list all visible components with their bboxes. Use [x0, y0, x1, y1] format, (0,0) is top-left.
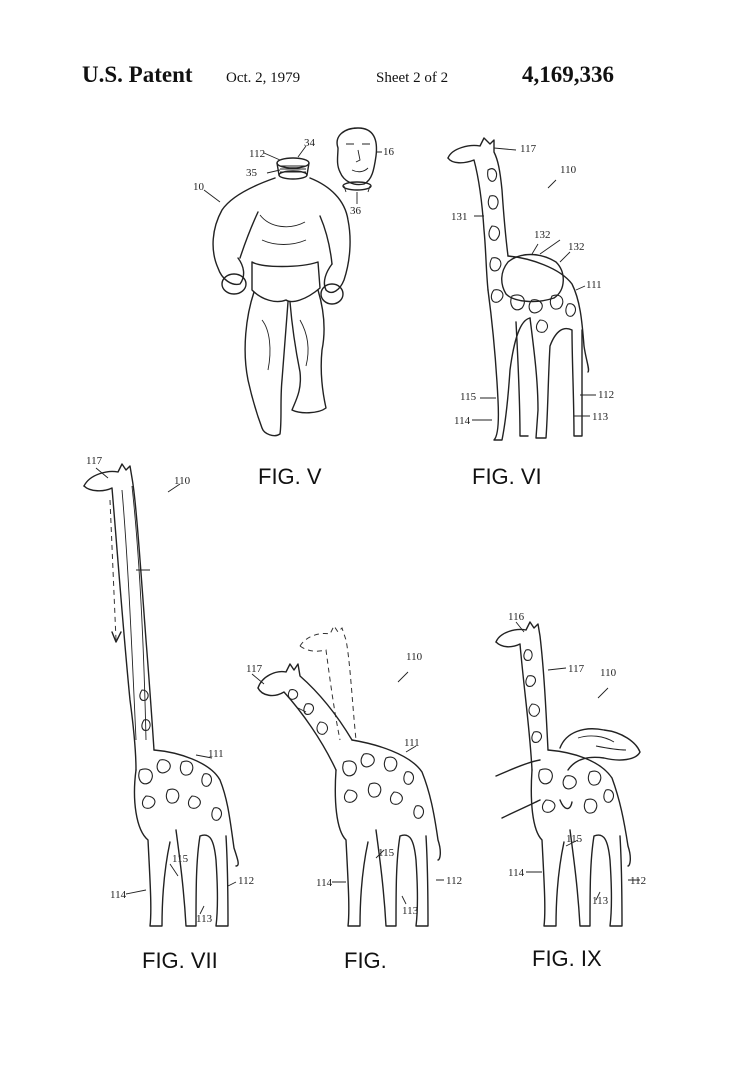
- ref-fig6-117: 131: [451, 211, 468, 223]
- ref-fig8-115: 115: [378, 847, 395, 859]
- ref-fig5-35: 35: [246, 167, 258, 179]
- ref-fig5-33: 112: [249, 148, 265, 160]
- fig6-caption: FIG. VI: [472, 464, 542, 489]
- ref-fig8-111: 111: [404, 737, 420, 749]
- ref-fig9-115: 115: [566, 833, 583, 845]
- fig7-caption: FIG. VII: [142, 948, 218, 973]
- ref-fig6-114: 114: [454, 415, 471, 427]
- ref-fig7-111: 111: [208, 748, 224, 760]
- ref-fig6-132: 132: [534, 229, 551, 241]
- ref-fig6-115: 115: [460, 391, 477, 403]
- ref-fig6-131: 132: [568, 241, 585, 253]
- fig7-drawing: [84, 464, 238, 926]
- ref-fig5-36: 36: [350, 205, 362, 217]
- ref-fig9-114: 114: [508, 867, 525, 879]
- ref-fig8-114: 114: [316, 877, 333, 889]
- ref-fig5-10: 10: [193, 181, 205, 193]
- fig5-body: [213, 178, 350, 436]
- ref-fig9-110: 110: [600, 667, 617, 679]
- fig5-caption: FIG. V: [258, 464, 322, 489]
- ref-fig7-110: 110: [174, 475, 191, 487]
- fig9-caption: FIG. IX: [532, 946, 602, 971]
- ref-fig8-113: 113: [402, 905, 419, 917]
- ref-fig7-112: 112: [238, 875, 254, 887]
- fig5-neck-collar: [277, 158, 309, 179]
- fig5-detached-head: [337, 128, 376, 192]
- ref-fig7-114: 114: [110, 889, 127, 901]
- ref-fig8-112: 112: [446, 875, 462, 887]
- ref-fig6-116: 117: [520, 143, 537, 155]
- fig8-drawing: [252, 626, 444, 926]
- ref-fig9-116: 116: [508, 611, 525, 623]
- ref-fig9-117: 117: [568, 663, 585, 675]
- ref-fig5-16: 16: [383, 146, 395, 158]
- ref-fig9-113: 113: [592, 895, 609, 907]
- ref-fig7-113: 113: [196, 913, 213, 925]
- ref-fig6-110: 110: [560, 164, 577, 176]
- ref-fig7-115: 115: [172, 853, 189, 865]
- ref-fig5-34: 34: [304, 137, 316, 149]
- fig5-drawing: [204, 128, 382, 436]
- ref-fig6-111: 111: [586, 279, 602, 291]
- ref-fig6-112: 112: [598, 389, 614, 401]
- ref-fig9-112: 112: [630, 875, 646, 887]
- ref-fig8-110: 110: [406, 651, 423, 663]
- ref-fig7-116: 117: [86, 455, 103, 467]
- ref-fig8-116: 117: [246, 663, 263, 675]
- ref-fig6-113: 113: [592, 411, 609, 423]
- fig8-caption: FIG.: [344, 948, 387, 973]
